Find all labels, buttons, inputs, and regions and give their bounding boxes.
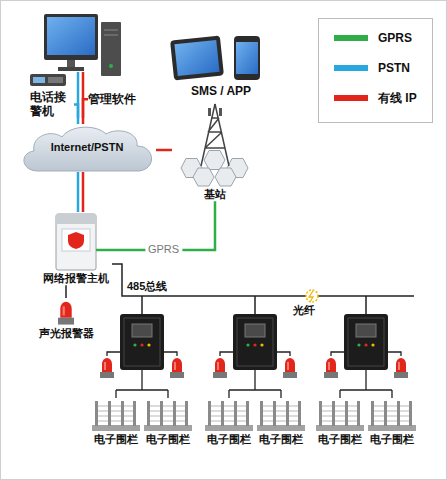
software-label: 管理软件 (88, 92, 140, 106)
siren (283, 358, 297, 378)
node-text: 基站 (172, 188, 258, 201)
fence-controller (120, 314, 164, 370)
legend-swatch (334, 95, 368, 101)
legend-text: GPRS (378, 30, 412, 46)
node-text: SMS / APP (165, 84, 277, 98)
bus-label: 485总线 (127, 280, 167, 293)
phone-screen (236, 42, 258, 74)
alarm-receiver-display (33, 77, 45, 83)
pc-tower-slot (104, 35, 118, 36)
fence-figure (316, 401, 364, 431)
tablet-body (170, 35, 224, 80)
fence-node: 电子围栏 (144, 398, 192, 446)
node-text: 电子围栏 (257, 433, 305, 446)
fence-figure (205, 401, 253, 431)
monitor-screen (47, 17, 95, 55)
fence-node: 电子围栏 (316, 398, 364, 446)
fence-wire-feed (116, 370, 392, 398)
connector-line (74, 104, 78, 124)
alarm-host-node: 网络报警主机 (40, 212, 112, 285)
alarm-receiver-keypad (48, 77, 63, 83)
node-text: 电子围栏 (92, 433, 140, 446)
alarm-receiver (30, 74, 66, 86)
monitor-base (58, 67, 84, 71)
fence-figure (92, 401, 140, 431)
phone-body (234, 36, 260, 80)
pc-tower (101, 22, 121, 76)
connector-line (83, 99, 88, 124)
node-text: 管理软件 (88, 92, 140, 106)
alarm-host-shield (68, 232, 84, 249)
cell-hexagon (204, 151, 225, 170)
tower-lattice (201, 104, 229, 166)
edge-label: GPRS (145, 243, 182, 256)
bus-485 (112, 264, 414, 296)
fence-node: 电子围栏 (92, 398, 140, 446)
fence-figure (144, 401, 192, 431)
legend-text: PSTN (378, 60, 410, 76)
fiber-symbol (306, 290, 318, 302)
connector-line (82, 172, 85, 212)
legend-swatch (334, 65, 368, 71)
mobile-node: SMS / APP (165, 30, 277, 98)
fence-node: 电子围栏 (368, 398, 416, 446)
monitor (44, 14, 98, 60)
legend-swatch (334, 35, 368, 41)
tablet (170, 35, 224, 80)
bus-drop (142, 296, 366, 314)
bus-label: 光纤 (293, 304, 315, 317)
alarm-host-panel (62, 229, 90, 251)
alarm-host-body (56, 214, 96, 270)
node-text: 电子围栏 (316, 433, 364, 446)
node-text: 声光报警器 (30, 327, 102, 340)
receiver-label: 电话接警机 (30, 90, 74, 119)
siren (394, 358, 408, 378)
base-station-node: 基站 (172, 102, 258, 201)
siren (213, 358, 227, 378)
cloud-node: Internet/PSTN (18, 124, 156, 172)
fence-figure (368, 401, 416, 431)
fence-figure (257, 401, 305, 431)
siren-wire (107, 352, 401, 356)
cell-hexagon (215, 168, 236, 186)
node-text: 电子围栏 (368, 433, 416, 446)
siren-node: 声光报警器 (30, 298, 102, 340)
node-text: Internet/PSTN (51, 141, 124, 154)
legend-box (319, 19, 433, 123)
tower-antenna (219, 108, 222, 116)
main-siren (58, 302, 74, 325)
alarm-host-top (56, 214, 96, 224)
node-text: 电子围栏 (205, 433, 253, 446)
fiber-bolt (309, 291, 313, 302)
pc-power-led (109, 64, 113, 68)
siren (100, 358, 114, 378)
connector-line (65, 285, 67, 298)
cell-hexagon (193, 168, 214, 186)
siren (170, 358, 184, 378)
node-text: 网络报警主机 (40, 272, 112, 285)
fence-node: 电子围栏 (205, 398, 253, 446)
node-text: 电话接警机 (30, 90, 74, 119)
monitor-stand (67, 60, 75, 67)
fence-node: 电子围栏 (257, 398, 305, 446)
tablet-screen (174, 40, 219, 76)
cloud-shape (24, 127, 152, 171)
fence-controller (344, 314, 388, 370)
pc-tower-slot (104, 30, 118, 31)
fence-controller (233, 314, 277, 370)
connector-line (156, 149, 172, 152)
node-text: 电子围栏 (144, 433, 192, 446)
siren (324, 358, 338, 378)
tower-antenna (208, 108, 211, 116)
connector-line (77, 172, 80, 212)
legend-text: 有线 IP (378, 90, 417, 106)
gprs-wire (96, 249, 112, 252)
